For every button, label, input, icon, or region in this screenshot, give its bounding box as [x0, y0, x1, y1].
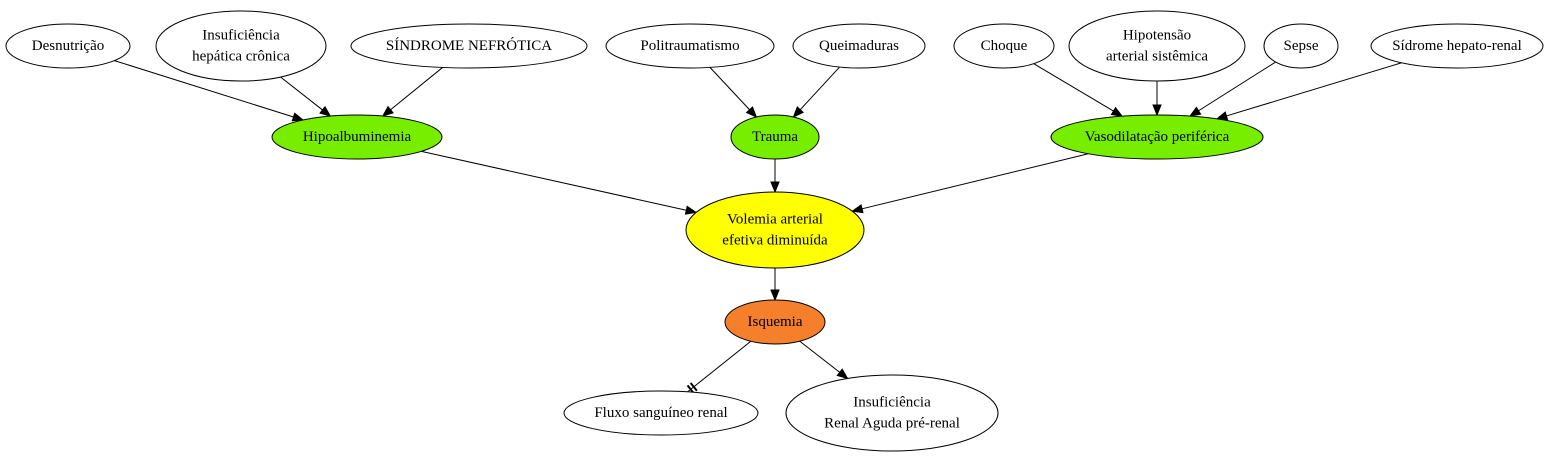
edge-line [687, 340, 752, 393]
node-shape [155, 10, 327, 82]
edges-layer [114, 60, 1402, 394]
edge-line [1226, 62, 1402, 117]
node-shape [5, 23, 131, 69]
node-shape [953, 23, 1055, 69]
edge-line [1033, 63, 1114, 112]
edge-vasodilatacao-to-volemia [851, 153, 1089, 214]
edge-line [799, 340, 841, 373]
node-label: Hipoalbuminemia [303, 129, 412, 145]
node-sepse: Sepse [1263, 23, 1339, 69]
edge-line [861, 153, 1089, 210]
node-queimaduras: Queimaduras [792, 23, 926, 69]
arrowhead-icon [792, 106, 805, 119]
node-label: Sepse [1284, 38, 1319, 54]
node-shape [1068, 10, 1246, 82]
node-fluxo: Fluxo sanguíneo renal [563, 390, 759, 436]
edge-line [114, 60, 294, 118]
edge-line [709, 67, 750, 111]
node-volemia: Volemia arterial efetiva diminuída [685, 191, 865, 269]
node-sindrome-nefrotica: SÍNDROME NEFRÓTICA [350, 23, 588, 69]
arrowhead-icon [1152, 104, 1162, 117]
node-shape [350, 23, 588, 69]
node-vasodilatacao: Vasodilatação periférica [1050, 114, 1264, 160]
edge-sindrome-nefrotica-to-hipoalbuminemia [381, 67, 443, 117]
edge-trauma-to-volemia [770, 159, 780, 194]
node-label: Insuficiência [202, 28, 280, 44]
node-isquemia: Isquemia [724, 299, 826, 345]
node-shape [792, 23, 926, 69]
node-label: Queimaduras [819, 38, 899, 54]
edge-sindrome-hepato-renal-to-vasodilatacao [1215, 62, 1402, 121]
arrowhead-icon [291, 112, 305, 122]
edge-line [799, 66, 840, 111]
node-desnutricao: Desnutrição [5, 23, 131, 69]
node-label: Fluxo sanguíneo renal [594, 405, 727, 421]
edge-line [421, 150, 687, 211]
arrowhead-icon [745, 106, 758, 119]
node-label: Choque [981, 38, 1028, 54]
arrowhead-icon [770, 289, 780, 302]
edge-volemia-to-isquemia [770, 268, 780, 302]
node-shape [785, 374, 999, 452]
node-label: hepática crônica [192, 49, 290, 65]
arrowhead-icon [319, 105, 332, 117]
node-hipoalbuminemia: Hipoalbuminemia [271, 114, 443, 160]
node-label: Politraumatismo [640, 38, 739, 54]
edge-isquemia-to-fluxo [686, 340, 752, 394]
node-insuf-hepatica: Insuficiência hepática crônica [155, 10, 327, 82]
node-shape [1050, 114, 1264, 160]
node-label: SÍNDROME NEFRÓTICA [386, 37, 552, 54]
edge-line [1198, 61, 1276, 112]
node-shape [605, 23, 775, 69]
node-label: Renal Aguda pré-renal [824, 416, 960, 432]
arrowhead-icon [836, 368, 849, 380]
edge-line [390, 67, 443, 111]
arrowhead-icon [851, 204, 864, 214]
node-label: arterial sistêmica [1106, 49, 1208, 65]
edge-isquemia-to-ira [799, 340, 849, 380]
arrowhead-icon [1110, 106, 1124, 117]
edge-sepse-to-vasodilatacao [1188, 61, 1276, 117]
node-label: Hipotensão [1123, 28, 1191, 44]
node-label: Volemia arterial [727, 212, 823, 228]
node-label: Insuficiência [853, 395, 931, 411]
node-shape [685, 191, 865, 269]
node-label: Sídrome hepato-renal [1392, 38, 1522, 54]
edge-line [280, 76, 323, 111]
node-label: Vasodilatação periférica [1085, 129, 1230, 145]
node-choque: Choque [953, 23, 1055, 69]
node-hipotensao: Hipotensão arterial sistêmica [1068, 10, 1246, 82]
node-label: efetiva diminuída [722, 233, 828, 249]
arrowhead-icon [1188, 106, 1202, 117]
node-trauma: Trauma [730, 114, 820, 160]
edge-hipoalbuminemia-to-volemia [421, 150, 698, 215]
edge-queimaduras-to-trauma [792, 66, 840, 119]
edge-hipotensao-to-vasodilatacao [1152, 81, 1162, 117]
node-shape [1263, 23, 1339, 69]
edge-politraumatismo-to-trauma [709, 67, 758, 119]
node-label: Desnutrição [32, 38, 104, 54]
node-politraumatismo: Politraumatismo [605, 23, 775, 69]
node-shape [563, 390, 759, 436]
node-sindrome-hepato-renal: Sídrome hepato-renal [1370, 23, 1544, 69]
edge-desnutricao-to-hipoalbuminemia [114, 60, 305, 122]
node-label: Trauma [752, 129, 798, 145]
edge-insuf-hepatica-to-hipoalbuminemia [280, 76, 332, 117]
node-shape [730, 114, 820, 160]
arrowhead-icon [381, 105, 394, 117]
tee-head-icon [689, 382, 698, 392]
node-label: Isquemia [748, 314, 803, 330]
arrowhead-icon [684, 205, 698, 215]
edge-choque-to-vasodilatacao [1033, 63, 1124, 117]
node-shape [1370, 23, 1544, 69]
arrowhead-icon [770, 181, 780, 194]
node-shape [724, 299, 826, 345]
node-shape [271, 114, 443, 160]
